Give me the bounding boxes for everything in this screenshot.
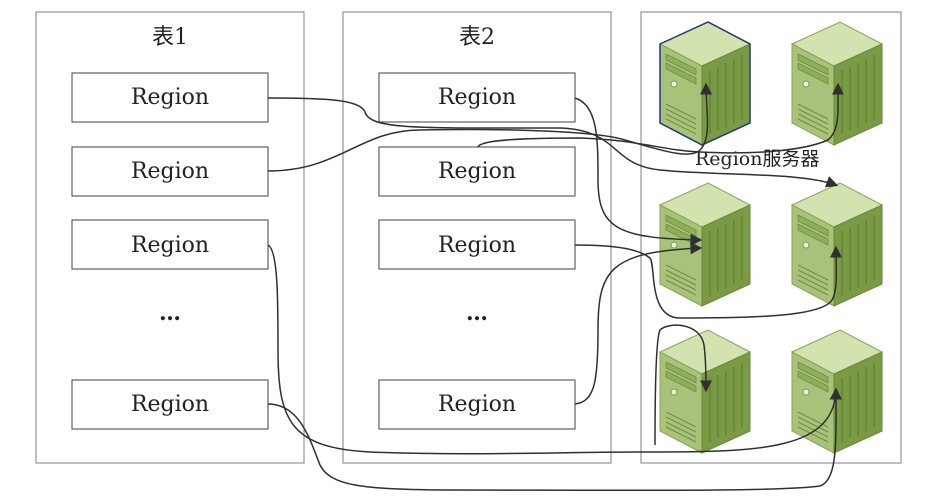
- table1-region-4-label: Region: [131, 392, 209, 417]
- table2-region-4: [378, 379, 576, 430]
- connector-line: [654, 324, 712, 446]
- table2-region-1: [378, 72, 576, 123]
- connector-line: [574, 97, 703, 246]
- connector-line: [267, 244, 842, 455]
- table1-region-3: [71, 219, 269, 270]
- table2-title: 表2: [459, 25, 495, 50]
- connector-line: [267, 82, 713, 172]
- table1-region-2: [71, 146, 269, 197]
- server-icon: [791, 21, 883, 146]
- table2-region-3: [378, 219, 576, 270]
- table1-region-2-label: Region: [131, 159, 209, 184]
- region-server-label: Region服务器: [695, 148, 819, 170]
- connections: [267, 82, 845, 492]
- table1-region-4: [71, 379, 269, 430]
- table2-region-3-label: Region: [438, 233, 516, 258]
- table2-region-4-label: Region: [438, 392, 516, 417]
- connector-line: [477, 82, 845, 154]
- table2-region-1-label: Region: [438, 85, 516, 110]
- table2-ellipsis: …: [466, 300, 488, 326]
- table1-region-3-label: Region: [131, 233, 209, 258]
- connector-line: [574, 242, 703, 405]
- table1-ellipsis: …: [159, 300, 181, 326]
- table1-region-1-label: Region: [131, 85, 209, 110]
- server-icon: [791, 329, 883, 454]
- table2-region-2: [378, 146, 576, 197]
- table1-title: 表1: [152, 25, 188, 50]
- connector-line: [267, 97, 839, 188]
- connector-line: [574, 244, 843, 319]
- connector-line: [267, 387, 843, 492]
- server-icon: [791, 182, 883, 307]
- server-icon: [659, 21, 751, 146]
- server-icon: [659, 182, 751, 307]
- table2-region-2-label: Region: [438, 159, 516, 184]
- table1-region-1: [71, 72, 269, 123]
